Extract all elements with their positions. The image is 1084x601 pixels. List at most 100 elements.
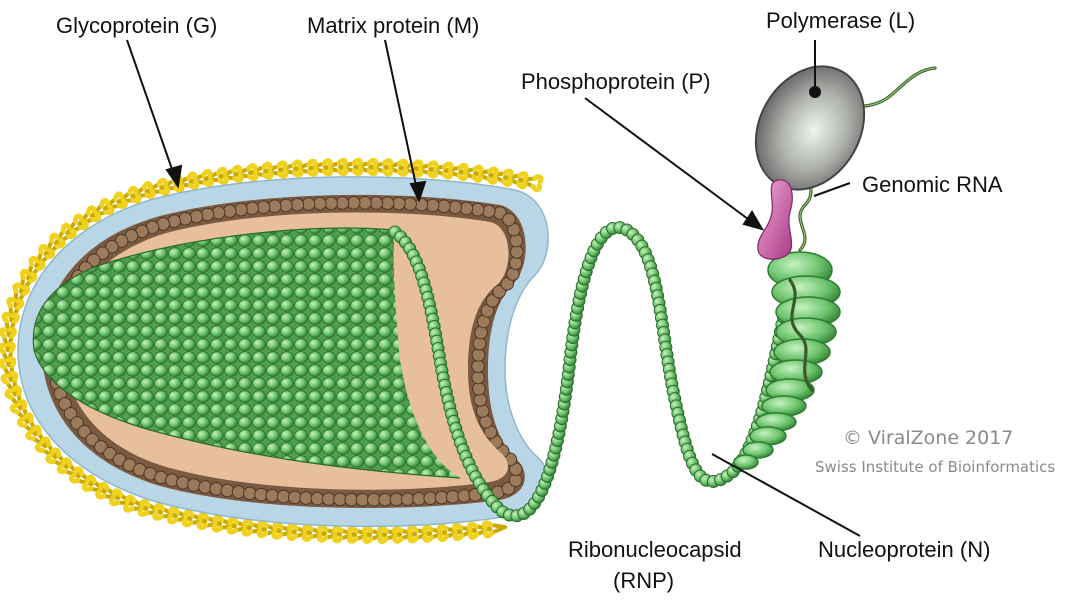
matrix-bead — [301, 197, 316, 211]
matrix-bead — [198, 480, 212, 494]
matrix-bead — [425, 198, 440, 213]
matrix-bead — [445, 489, 460, 504]
matrix-bead — [366, 492, 381, 507]
matrix-bead — [346, 196, 361, 210]
label-rnp: (RNP) — [613, 568, 675, 593]
matrix-bead — [70, 416, 84, 430]
matrix-bead — [200, 207, 215, 222]
matrix-bead — [209, 482, 224, 496]
matrix-bead — [434, 490, 449, 505]
matrix-bead — [234, 202, 248, 217]
label-matrix-protein: Matrix protein (M) — [307, 13, 480, 38]
label-leaders — [126, 39, 861, 537]
matrix-bead — [276, 489, 291, 504]
glycoprotein-spike — [19, 268, 38, 294]
matrix-bead — [220, 483, 235, 498]
matrix-bead — [279, 198, 293, 213]
matrix-bead — [211, 205, 226, 220]
label-polymerase: Polymerase (L) — [766, 8, 916, 33]
matrix-bead — [510, 245, 524, 259]
matrix-bead — [189, 209, 204, 224]
glycoprotein-spike — [368, 158, 394, 177]
matrix-bead — [86, 253, 101, 268]
matrix-bead — [403, 197, 417, 211]
matrix-bead — [299, 491, 313, 505]
matrix-bead — [508, 256, 523, 270]
label-genomic-rna: Genomic RNA — [862, 172, 1003, 197]
credit-viralzone: © ViralZone 2017 — [843, 427, 1014, 449]
matrix-bead — [457, 489, 471, 503]
matrix-bead — [378, 492, 392, 507]
matrix-bead — [321, 492, 336, 506]
glycoprotein-spike — [233, 163, 259, 182]
matrix-bead — [313, 196, 327, 211]
matrix-bead — [103, 446, 117, 461]
matrix-bead — [165, 473, 179, 488]
matrix-bead — [335, 196, 350, 210]
matrix-bead — [254, 487, 268, 502]
glycoprotein-spike — [226, 516, 252, 535]
matrix-bead — [178, 211, 193, 226]
matrix-bead — [472, 336, 487, 351]
phosphoprotein-p — [757, 179, 793, 260]
matrix-bead — [333, 492, 347, 507]
glycoprotein-spike — [9, 399, 30, 424]
matrix-bead — [389, 492, 404, 507]
matrix-bead — [470, 202, 485, 217]
matrix-bead — [358, 196, 372, 210]
glycoprotein-spike — [481, 520, 508, 539]
matrix-bead — [95, 246, 110, 260]
label-nucleoprotein: Nucleoprotein (N) — [818, 537, 991, 562]
matrix-bead — [267, 199, 282, 214]
matrix-bead — [448, 200, 462, 215]
matrix-bead — [502, 212, 516, 227]
matrix-bead — [310, 491, 325, 506]
label-phosphoprotein: Phosphoprotein (P) — [521, 69, 711, 94]
matrix-bead — [77, 424, 92, 439]
matrix-bead — [471, 348, 486, 362]
nucleoprotein-segment — [733, 454, 759, 470]
matrix-bead — [400, 492, 415, 506]
glycoprotein-spike — [108, 488, 135, 507]
matrix-bead — [63, 406, 78, 421]
matrix-bead — [414, 197, 429, 212]
matrix-bead — [485, 293, 500, 308]
matrix-bead — [474, 325, 488, 340]
matrix-bead — [380, 196, 395, 211]
matrix-bead — [256, 200, 271, 215]
matrix-bead — [475, 404, 490, 418]
matrix-bead — [85, 432, 100, 447]
matrix-bead — [324, 196, 338, 211]
nucleoprotein-stack — [733, 251, 841, 470]
matrix-bead — [245, 201, 260, 216]
matrix-bead — [287, 490, 302, 505]
matrix-bead — [265, 488, 280, 503]
matrix-bead — [231, 485, 246, 499]
label-ribonucleocapsid: Ribonucleocapsid — [568, 537, 742, 562]
matrix-bead — [355, 492, 370, 507]
glycoprotein-spike — [43, 232, 66, 257]
glycoprotein-spike — [218, 164, 244, 183]
matrix-bead — [509, 233, 524, 248]
glycoprotein-spike — [0, 356, 17, 382]
matrix-bead — [437, 199, 451, 214]
credit-sib: Swiss Institute of Bioinformatics — [815, 458, 1056, 476]
glycoprotein-spike — [188, 169, 215, 188]
matrix-bead — [222, 204, 237, 218]
nucleoprotein-segment — [742, 441, 774, 459]
matrix-bead — [392, 196, 406, 211]
matrix-bead — [412, 491, 426, 506]
matrix-bead — [472, 381, 486, 396]
matrix-bead — [344, 492, 359, 507]
matrix-bead — [473, 393, 488, 407]
matrix-bead — [369, 196, 384, 210]
glycoprotein-spike — [26, 255, 46, 281]
matrix-bead — [94, 440, 108, 454]
matrix-bead — [187, 478, 201, 492]
matrix-bead — [492, 284, 506, 299]
matrix-bead — [242, 486, 257, 501]
glycoprotein-spikes — [0, 157, 544, 544]
matrix-bead — [471, 359, 485, 373]
label-glycoprotein: Glycoprotein (G) — [56, 13, 218, 38]
